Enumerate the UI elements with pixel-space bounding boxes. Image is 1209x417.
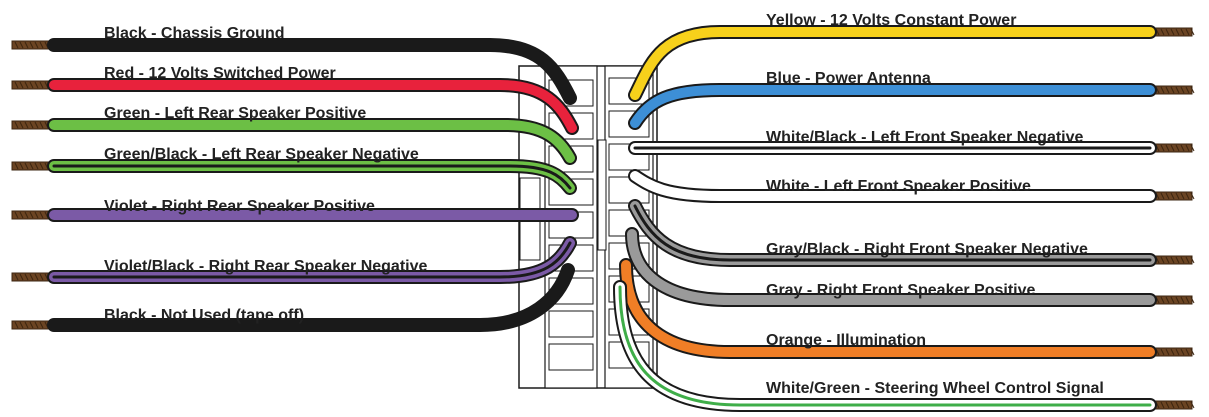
right-wire-white-black (628, 141, 1195, 155)
connector-cavity (548, 310, 594, 338)
right-wire-white-green (613, 280, 1195, 412)
right-wire-yellow (628, 25, 1195, 102)
right-wire-label-yellow: Yellow - 12 Volts Constant Power (766, 12, 1016, 29)
left-wire-violet-black (11, 236, 577, 284)
left-wire-label-green: Green - Left Rear Speaker Positive (104, 105, 366, 122)
left-wire-green (11, 118, 577, 165)
left-wire-label-black: Black - Chassis Ground (104, 25, 285, 42)
left-wire-label-violet: Violet - Right Rear Speaker Positive (104, 198, 375, 215)
wire-stripe (633, 204, 1152, 262)
right-wire-label-gray: Gray - Right Front Speaker Positive (766, 282, 1036, 299)
connector-divider (597, 139, 607, 251)
wire-insulation (630, 85, 1155, 128)
wire-insulation (49, 80, 577, 133)
wire-insulation (630, 171, 1155, 201)
wire-insulation (49, 120, 575, 163)
left-wire-label-green-black: Green/Black - Left Rear Speaker Negative (104, 146, 419, 163)
wire-stripe (52, 241, 572, 279)
right-wire-label-white: White - Left Front Speaker Positive (766, 178, 1031, 195)
wire-insulation (630, 27, 1155, 100)
left-wire-label-violet-black: Violet/Black - Right Rear Speaker Negati… (104, 258, 427, 275)
wire-stripe (618, 285, 1152, 407)
right-wire-label-orange: Orange - Illumination (766, 332, 926, 349)
wire-insulation (621, 260, 1155, 357)
left-wire-black (11, 38, 577, 105)
wire-insulation (49, 40, 575, 103)
right-wire-white (628, 169, 1195, 203)
right-wire-label-white-green: White/Green - Steering Wheel Control Sig… (766, 380, 1104, 397)
right-wire-label-blue: Blue - Power Antenna (766, 70, 931, 87)
wire-stripe (52, 164, 572, 190)
left-wire-green-black (11, 159, 577, 195)
right-wire-label-gray-black: Gray/Black - Right Front Speaker Negativ… (766, 241, 1088, 258)
copper-strands (11, 210, 59, 220)
right-wire-orange (619, 258, 1195, 359)
left-wire-red (11, 78, 579, 135)
wire-insulation (49, 265, 573, 330)
right-wire-gray (625, 227, 1195, 307)
left-wire-black (11, 263, 575, 332)
connector-cavity (548, 343, 594, 371)
right-wire-blue (628, 83, 1195, 130)
right-wire-label-white-black: White/Black - Left Front Speaker Negativ… (766, 129, 1084, 146)
left-wire-label-red: Red - 12 Volts Switched Power (104, 65, 336, 82)
copper-strands (1147, 27, 1195, 37)
wire-insulation (627, 229, 1155, 305)
left-wire-violet (11, 208, 579, 222)
wire-layer (11, 25, 1195, 412)
wire-insulation (49, 161, 575, 193)
right-wire-gray-black (628, 199, 1195, 267)
left-wire-label-black: Black - Not Used (tape off) (104, 307, 304, 324)
